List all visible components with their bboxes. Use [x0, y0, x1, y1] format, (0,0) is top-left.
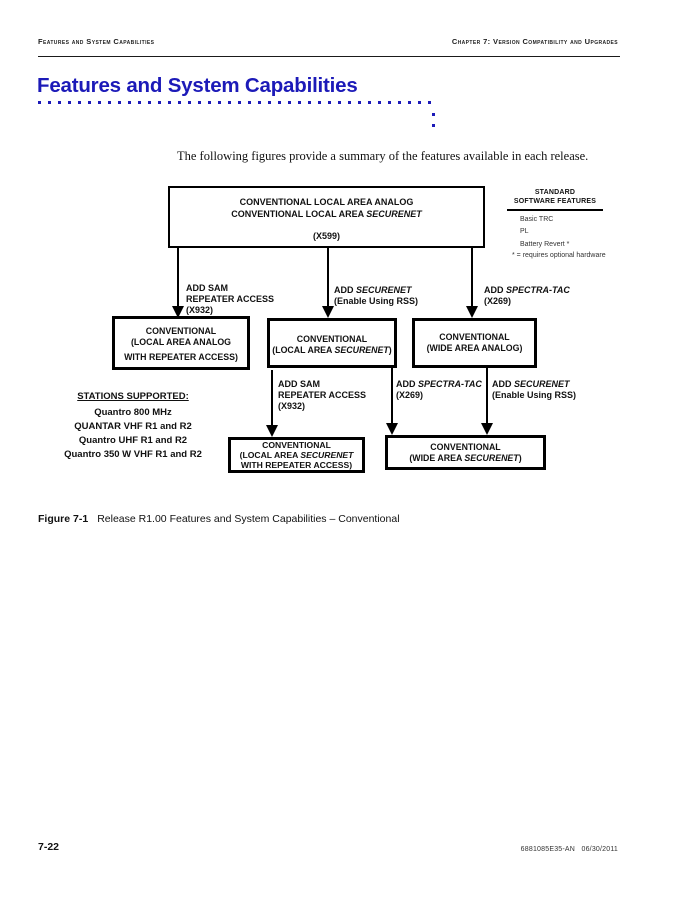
dotted-rule-dot — [432, 113, 435, 116]
figure-caption-text: Release R1.00 Features and System Capabi… — [97, 513, 400, 525]
feature-item: Basic TRC — [520, 216, 554, 223]
box-conventional-local-area: CONVENTIONAL LOCAL AREA ANALOG CONVENTIO… — [168, 186, 485, 248]
feature-item: PL — [520, 228, 529, 235]
page-title: Features and System Capabilities — [37, 74, 358, 97]
figure-caption-label: Figure 7-1 — [38, 513, 89, 525]
label-add-spectra-tac-2: ADD SPECTRA-TAC (X269) — [396, 379, 482, 400]
station-item: Quantro UHF R1 and R2 — [78, 435, 188, 446]
stations-title: STATIONS SUPPORTED: — [77, 391, 189, 402]
title-dotted-rule — [38, 101, 435, 104]
stations-supported-list: STATIONS SUPPORTED: Quantro 800 MHz QUAN… — [43, 390, 223, 462]
arrow-down-icon — [481, 423, 493, 435]
footer-doc-number: 6881085E35-AN — [520, 846, 576, 853]
arrow-line — [271, 370, 273, 425]
arrow-line — [391, 368, 393, 423]
box-wide-area-securenet: CONVENTIONAL (WIDE AREA SECURENET) — [385, 435, 546, 470]
header-rule — [38, 56, 620, 57]
arrow-down-icon — [172, 306, 184, 318]
label-add-securenet-2: ADD SECURENET (Enable Using RSS) — [492, 379, 577, 400]
panel-rule — [507, 209, 603, 211]
arrow-down-icon — [386, 423, 398, 435]
arrow-line — [327, 248, 329, 306]
station-item: Quantro 800 MHz — [94, 407, 172, 418]
arrow-line — [177, 248, 179, 306]
box-local-area-securenet: CONVENTIONAL (LOCAL AREA SECURENET) — [267, 318, 397, 368]
running-header-right: Chapter 7: Version Compatibility and Upg… — [451, 37, 618, 46]
label-add-sam-repeater: ADD SAM REPEATER ACCESS (X932) — [186, 283, 275, 315]
feature-item: Battery Revert * — [520, 241, 570, 248]
dotted-rule-dot — [432, 124, 435, 127]
arrow-line — [471, 248, 473, 306]
box-local-area-securenet-repeater: CONVENTIONAL (LOCAL AREA SECURENET WITH … — [228, 437, 365, 473]
intro-text: The following figures provide a summary … — [177, 149, 589, 163]
figure-caption: Figure 7-1 Release R1.00 Features and Sys… — [38, 513, 400, 525]
footer-doc-info: 6881085E35-AN 06/30/2011 — [521, 846, 618, 853]
box-line: CONVENTIONAL LOCAL AREA SECURENET — [231, 208, 422, 219]
arrow-down-icon — [466, 306, 478, 318]
arrow-down-icon — [266, 425, 278, 437]
station-item: Quantro 350 W VHF R1 and R2 — [64, 449, 202, 460]
footer-date: 06/30/2011 — [581, 846, 618, 853]
panel-title: STANDARD SOFTWARE FEATURES — [513, 189, 597, 205]
station-item: QUANTAR VHF R1 and R2 — [74, 421, 192, 432]
label-add-securenet: ADD SECURENET (Enable Using RSS) — [334, 285, 419, 306]
label-add-spectra-tac: ADD SPECTRA-TAC (X269) — [484, 285, 570, 306]
arrow-down-icon — [322, 306, 334, 318]
page-number: 7-22 — [38, 841, 60, 853]
box-code: (X599) — [312, 231, 340, 241]
feature-note: * = requires optional hardware — [512, 252, 606, 259]
box-line: CONVENTIONAL LOCAL AREA ANALOG — [239, 197, 414, 207]
label-add-sam-repeater-2: ADD SAM REPEATER ACCESS (X932) — [278, 379, 367, 411]
box-wide-area-analog: CONVENTIONAL (WIDE AREA ANALOG) — [412, 318, 537, 368]
box-local-area-analog-repeater: CONVENTIONAL (LOCAL AREA ANALOG WITH REP… — [112, 316, 250, 370]
running-header-left: Features and System Capabilities — [38, 37, 155, 46]
arrow-line — [486, 368, 488, 423]
